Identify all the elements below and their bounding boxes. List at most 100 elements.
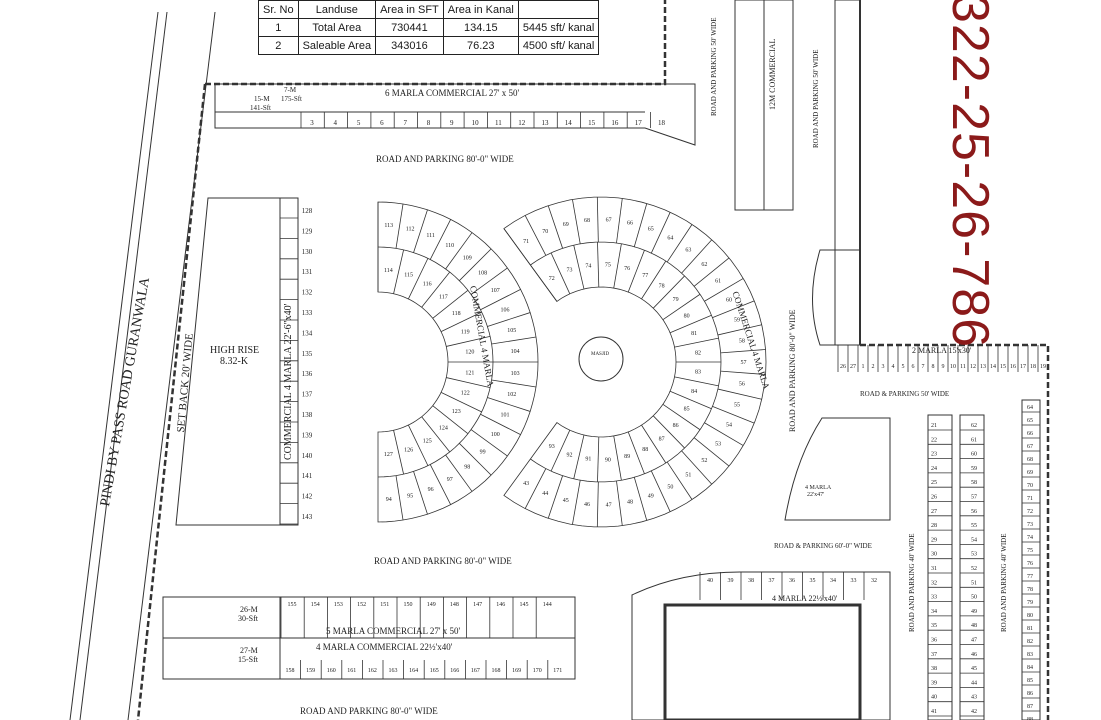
- plot-number: 49: [648, 494, 654, 500]
- plot-number: 14: [990, 364, 996, 370]
- plot-number: 170: [533, 668, 542, 674]
- plot-number: 96: [428, 487, 434, 493]
- plot-number: 169: [512, 668, 521, 674]
- plot-number: 45: [971, 666, 977, 672]
- plot-number: 5: [357, 119, 361, 127]
- plot-number: 63: [685, 248, 691, 254]
- plot-number: 158: [286, 668, 295, 674]
- road-80-top-label: ROAD AND PARKING 80'-0" WIDE: [376, 154, 514, 164]
- plot-number: 28: [931, 523, 937, 529]
- five-marla-commercial-label: 5 MARLA COMMERCIAL 27' x 50': [326, 626, 461, 636]
- plot-number: 59: [734, 317, 740, 323]
- plot-number: 145: [520, 602, 529, 608]
- plot-number: 66: [1027, 431, 1033, 437]
- plot-number: 83: [1027, 652, 1033, 658]
- plot-number: 166: [450, 668, 459, 674]
- plot-number: 112: [406, 226, 415, 232]
- plot-number: 103: [511, 371, 520, 377]
- plot-number: 121: [465, 370, 474, 376]
- plot-number: 164: [409, 668, 418, 674]
- plot-number: 7: [403, 119, 407, 127]
- plot-number: 53: [971, 552, 977, 558]
- plot-number: 168: [492, 668, 501, 674]
- plot-number: 8: [932, 364, 935, 370]
- plot-number: 147: [473, 602, 482, 608]
- plot-number: 60: [971, 452, 977, 458]
- plot-number: 128: [302, 207, 313, 215]
- plot-number: 162: [368, 668, 377, 674]
- plot-number: 29: [931, 537, 937, 543]
- plot-number: 83: [695, 370, 701, 376]
- plot-number: 124: [439, 425, 448, 431]
- cell: 343016: [375, 36, 444, 55]
- plot-number: 56: [739, 382, 745, 388]
- plot-number: 39: [728, 578, 734, 584]
- road-50-top2-label: ROAD AND PARKING 50' WIDE: [812, 49, 820, 149]
- plot-number: 19: [1040, 364, 1046, 370]
- plot-number: 25: [931, 480, 937, 486]
- plot-number: 35: [810, 578, 816, 584]
- header-landuse: Landuse: [297, 0, 377, 19]
- plot-number: 68: [584, 218, 590, 224]
- plot-number: 1: [862, 364, 865, 370]
- plot-number: 75: [605, 263, 611, 269]
- plot-number: 130: [302, 248, 313, 256]
- plot-number: 94: [386, 497, 392, 503]
- plot-number: 39: [931, 680, 937, 686]
- plot-number: 14: [565, 119, 573, 127]
- plot-number: 68: [1027, 457, 1033, 463]
- road-50-top-label: ROAD AND PARKING 50' WIDE: [710, 17, 718, 117]
- plot-number: 139: [302, 431, 313, 439]
- plot-number: 38: [748, 578, 754, 584]
- plot-number: 54: [726, 423, 732, 429]
- plot-number: 58: [739, 339, 745, 345]
- plot-number: 77: [1027, 574, 1033, 580]
- plot-number: 55: [971, 523, 977, 529]
- plot-number: 75: [1027, 548, 1033, 554]
- plot-number: 18: [658, 119, 666, 127]
- plot-number: 9: [450, 119, 454, 127]
- plot-number: 74: [585, 263, 591, 269]
- plot-number: 119: [461, 329, 470, 335]
- table-row: 2 Saleable Area 343016 76.23 4500 sft/ k…: [258, 36, 600, 55]
- plot-number: 91: [585, 457, 591, 463]
- cell: 5445 sft/ kanal: [517, 18, 600, 37]
- plot-number: 80: [1027, 613, 1033, 619]
- plot-number: 80: [684, 313, 690, 319]
- high-rise-area: 8.32-K: [220, 356, 249, 367]
- plot-number: 82: [695, 350, 701, 356]
- two-marla-label: 2 MARLA 15'x30': [912, 346, 972, 355]
- plot-number: 48: [627, 500, 633, 506]
- plot-number: 141: [302, 472, 313, 480]
- high-rise-label: HIGH RISE: [210, 345, 260, 356]
- plot-number: 37: [769, 578, 775, 584]
- plot-number: 13: [980, 364, 986, 370]
- plot-number: 125: [423, 438, 432, 444]
- table-row: 1 Total Area 730441 134.15 5445 sft/ kan…: [258, 18, 600, 37]
- plot-number: 129: [302, 227, 313, 235]
- phone-number: 322-25-26-786: [941, 0, 999, 349]
- plot-number: 36: [789, 578, 795, 584]
- plot-number: 79: [673, 297, 679, 303]
- plot-number: 18: [1030, 364, 1036, 370]
- plot-number: 86: [1027, 691, 1033, 697]
- plot-number: 78: [659, 284, 665, 290]
- plot-number: 51: [971, 580, 977, 586]
- plot-number: 89: [624, 454, 630, 460]
- plot-number: 97: [447, 477, 453, 483]
- plot-number: 84: [691, 389, 697, 395]
- plot-number: 70: [1027, 483, 1033, 489]
- plot-number: 98: [464, 465, 470, 471]
- plot-number: 61: [715, 279, 721, 285]
- plot-number: 148: [450, 602, 459, 608]
- plot-number: 82: [1027, 639, 1033, 645]
- plot-number: 45: [563, 498, 569, 504]
- road-40-b-label: ROAD AND PARKING 40' WIDE: [1000, 533, 1008, 633]
- plot-number: 70: [542, 229, 548, 235]
- plot-7m-area: 175-Sft: [281, 95, 302, 103]
- plot-number: 126: [404, 447, 413, 453]
- plot-number: 49: [971, 609, 977, 615]
- plot-number: 47: [971, 638, 977, 644]
- plot-number: 132: [302, 289, 313, 297]
- plot-number: 146: [496, 602, 505, 608]
